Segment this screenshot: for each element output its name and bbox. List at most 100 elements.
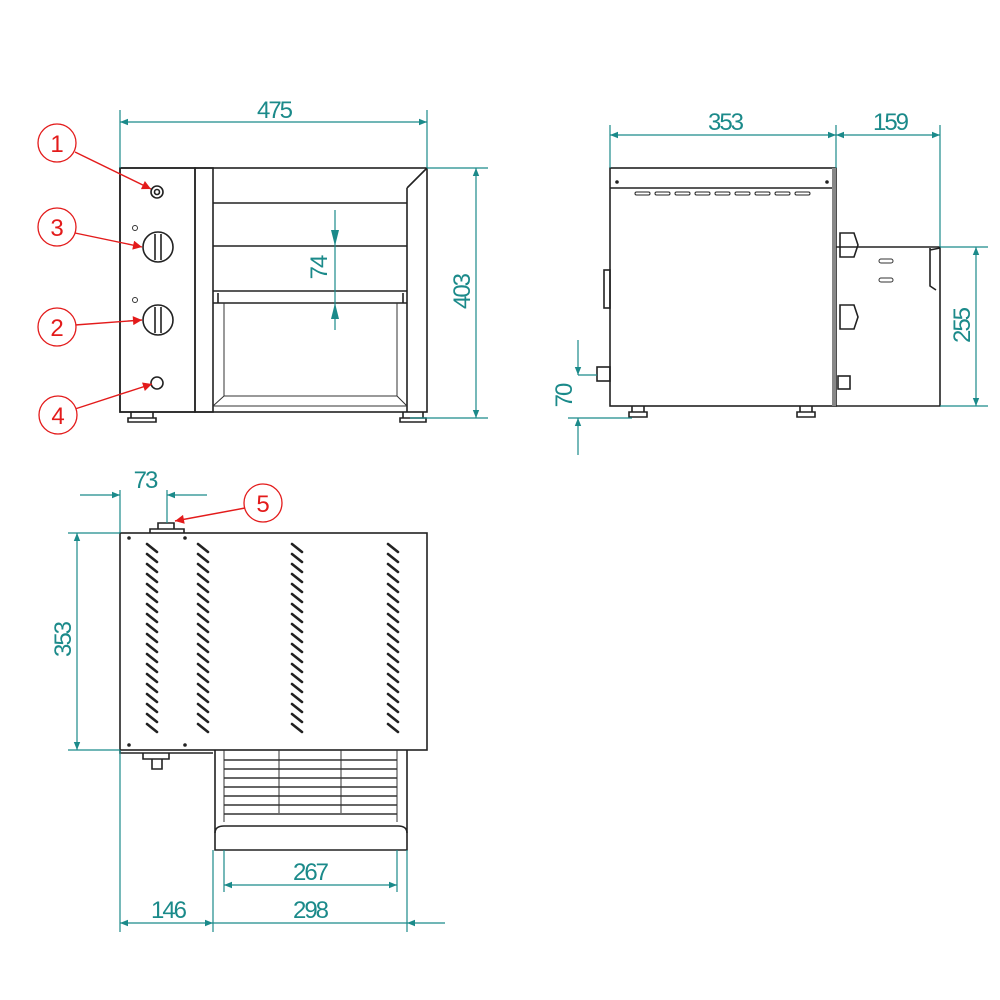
callout-3: 3	[37, 207, 143, 250]
knob-2[interactable]	[142, 304, 174, 336]
vent-slot	[290, 592, 304, 604]
vent-slot	[145, 702, 159, 714]
side-fitting	[596, 366, 611, 382]
vent-slot	[386, 552, 400, 564]
vent-slot	[196, 592, 210, 604]
foot-left	[127, 412, 157, 423]
side-foot-left	[628, 406, 648, 418]
vent-slot	[290, 712, 304, 724]
vent-slot	[196, 702, 210, 714]
dim-offset-label: 73	[134, 467, 158, 494]
vent-slot	[290, 702, 304, 714]
callout-2: 2	[37, 307, 143, 347]
top-view: 73 353 267 146 298	[50, 467, 445, 932]
vent-slot	[145, 662, 159, 674]
vent-slot	[196, 622, 210, 634]
dim-ext-height-label: 255	[949, 307, 976, 343]
callout-1: 1	[37, 123, 152, 190]
vent-slot	[386, 572, 400, 584]
vent-slot	[386, 712, 400, 724]
control-panel	[119, 167, 196, 413]
side-back-plate	[832, 168, 836, 406]
rear-knob-lower	[839, 304, 859, 330]
vent-slot	[290, 622, 304, 634]
vent-slot	[196, 682, 210, 694]
dim-height-label: 403	[449, 273, 476, 309]
vent-slot	[694, 191, 711, 196]
indicator-dot	[132, 225, 138, 231]
vent-slot	[386, 582, 400, 594]
dim-width-label: 475	[257, 97, 293, 124]
rear-extension	[836, 246, 941, 407]
extension-lines	[940, 246, 988, 407]
vent-slot	[196, 552, 210, 564]
vent-slot	[386, 682, 400, 694]
dim-opening-label: 74	[306, 255, 333, 279]
dim-left-offset-label: 146	[151, 897, 187, 924]
vent-slot	[290, 562, 304, 574]
fan-guard	[214, 750, 408, 851]
rear-connector	[837, 375, 851, 390]
vent-slot	[290, 672, 304, 684]
vent-slot	[145, 712, 159, 724]
foot-right	[399, 412, 427, 423]
vent-slot	[145, 652, 159, 664]
side-body-outline	[609, 167, 837, 407]
vent-slot	[290, 552, 304, 564]
knob-3[interactable]	[142, 231, 174, 263]
vent-slot	[196, 652, 210, 664]
front-body-outline	[119, 167, 428, 413]
vent-slot	[386, 632, 400, 644]
vent-slot	[196, 632, 210, 644]
button-4[interactable]	[150, 376, 164, 390]
vent-slot	[145, 692, 159, 704]
front-view: 475 403 74	[119, 97, 488, 423]
svg-text:5: 5	[256, 491, 269, 518]
rear-bracket	[929, 247, 941, 291]
callout-5: 5	[174, 483, 283, 524]
top-fitting	[149, 522, 185, 533]
vent-slot	[290, 632, 304, 644]
vent-slot	[386, 562, 400, 574]
vent-slot	[386, 702, 400, 714]
vent-slot	[145, 612, 159, 624]
vent-slot	[386, 692, 400, 704]
vent-slot	[794, 191, 811, 196]
vent-slot	[196, 562, 210, 574]
vent-slot	[290, 602, 304, 614]
vent-slot	[386, 662, 400, 674]
dim-fan-inner-label: 267	[293, 859, 329, 886]
vent-slot	[145, 632, 159, 644]
front-right-slant	[406, 167, 428, 412]
vent-slot	[196, 542, 210, 554]
vent-slot	[196, 582, 210, 594]
vent-slot	[674, 191, 691, 196]
vent-slot	[654, 191, 671, 196]
dim-extension-label: 159	[873, 109, 909, 136]
vent-slot	[196, 672, 210, 684]
vent-slot	[145, 722, 159, 734]
switch-1[interactable]	[150, 185, 164, 199]
extension-lines	[119, 490, 168, 533]
vent-slot	[196, 692, 210, 704]
dim-fitting-label: 70	[551, 383, 578, 407]
vent-slot	[386, 602, 400, 614]
vent-slot	[386, 622, 400, 634]
vent-slot	[145, 642, 159, 654]
vent-slot	[196, 612, 210, 624]
svg-text:4: 4	[51, 403, 64, 430]
front-opening	[212, 303, 408, 407]
vent-slot	[386, 652, 400, 664]
extension-lines	[609, 125, 941, 247]
svg-text:2: 2	[50, 315, 63, 342]
vent-slot	[145, 562, 159, 574]
vent-slot	[386, 722, 400, 734]
indicator-dot	[132, 297, 138, 303]
vent-slot	[145, 552, 159, 564]
vent-slot	[386, 612, 400, 624]
bottom-fitting	[119, 750, 213, 770]
dim-top-depth-label: 353	[50, 621, 77, 657]
side-view: 353 159 255 70	[551, 109, 988, 455]
